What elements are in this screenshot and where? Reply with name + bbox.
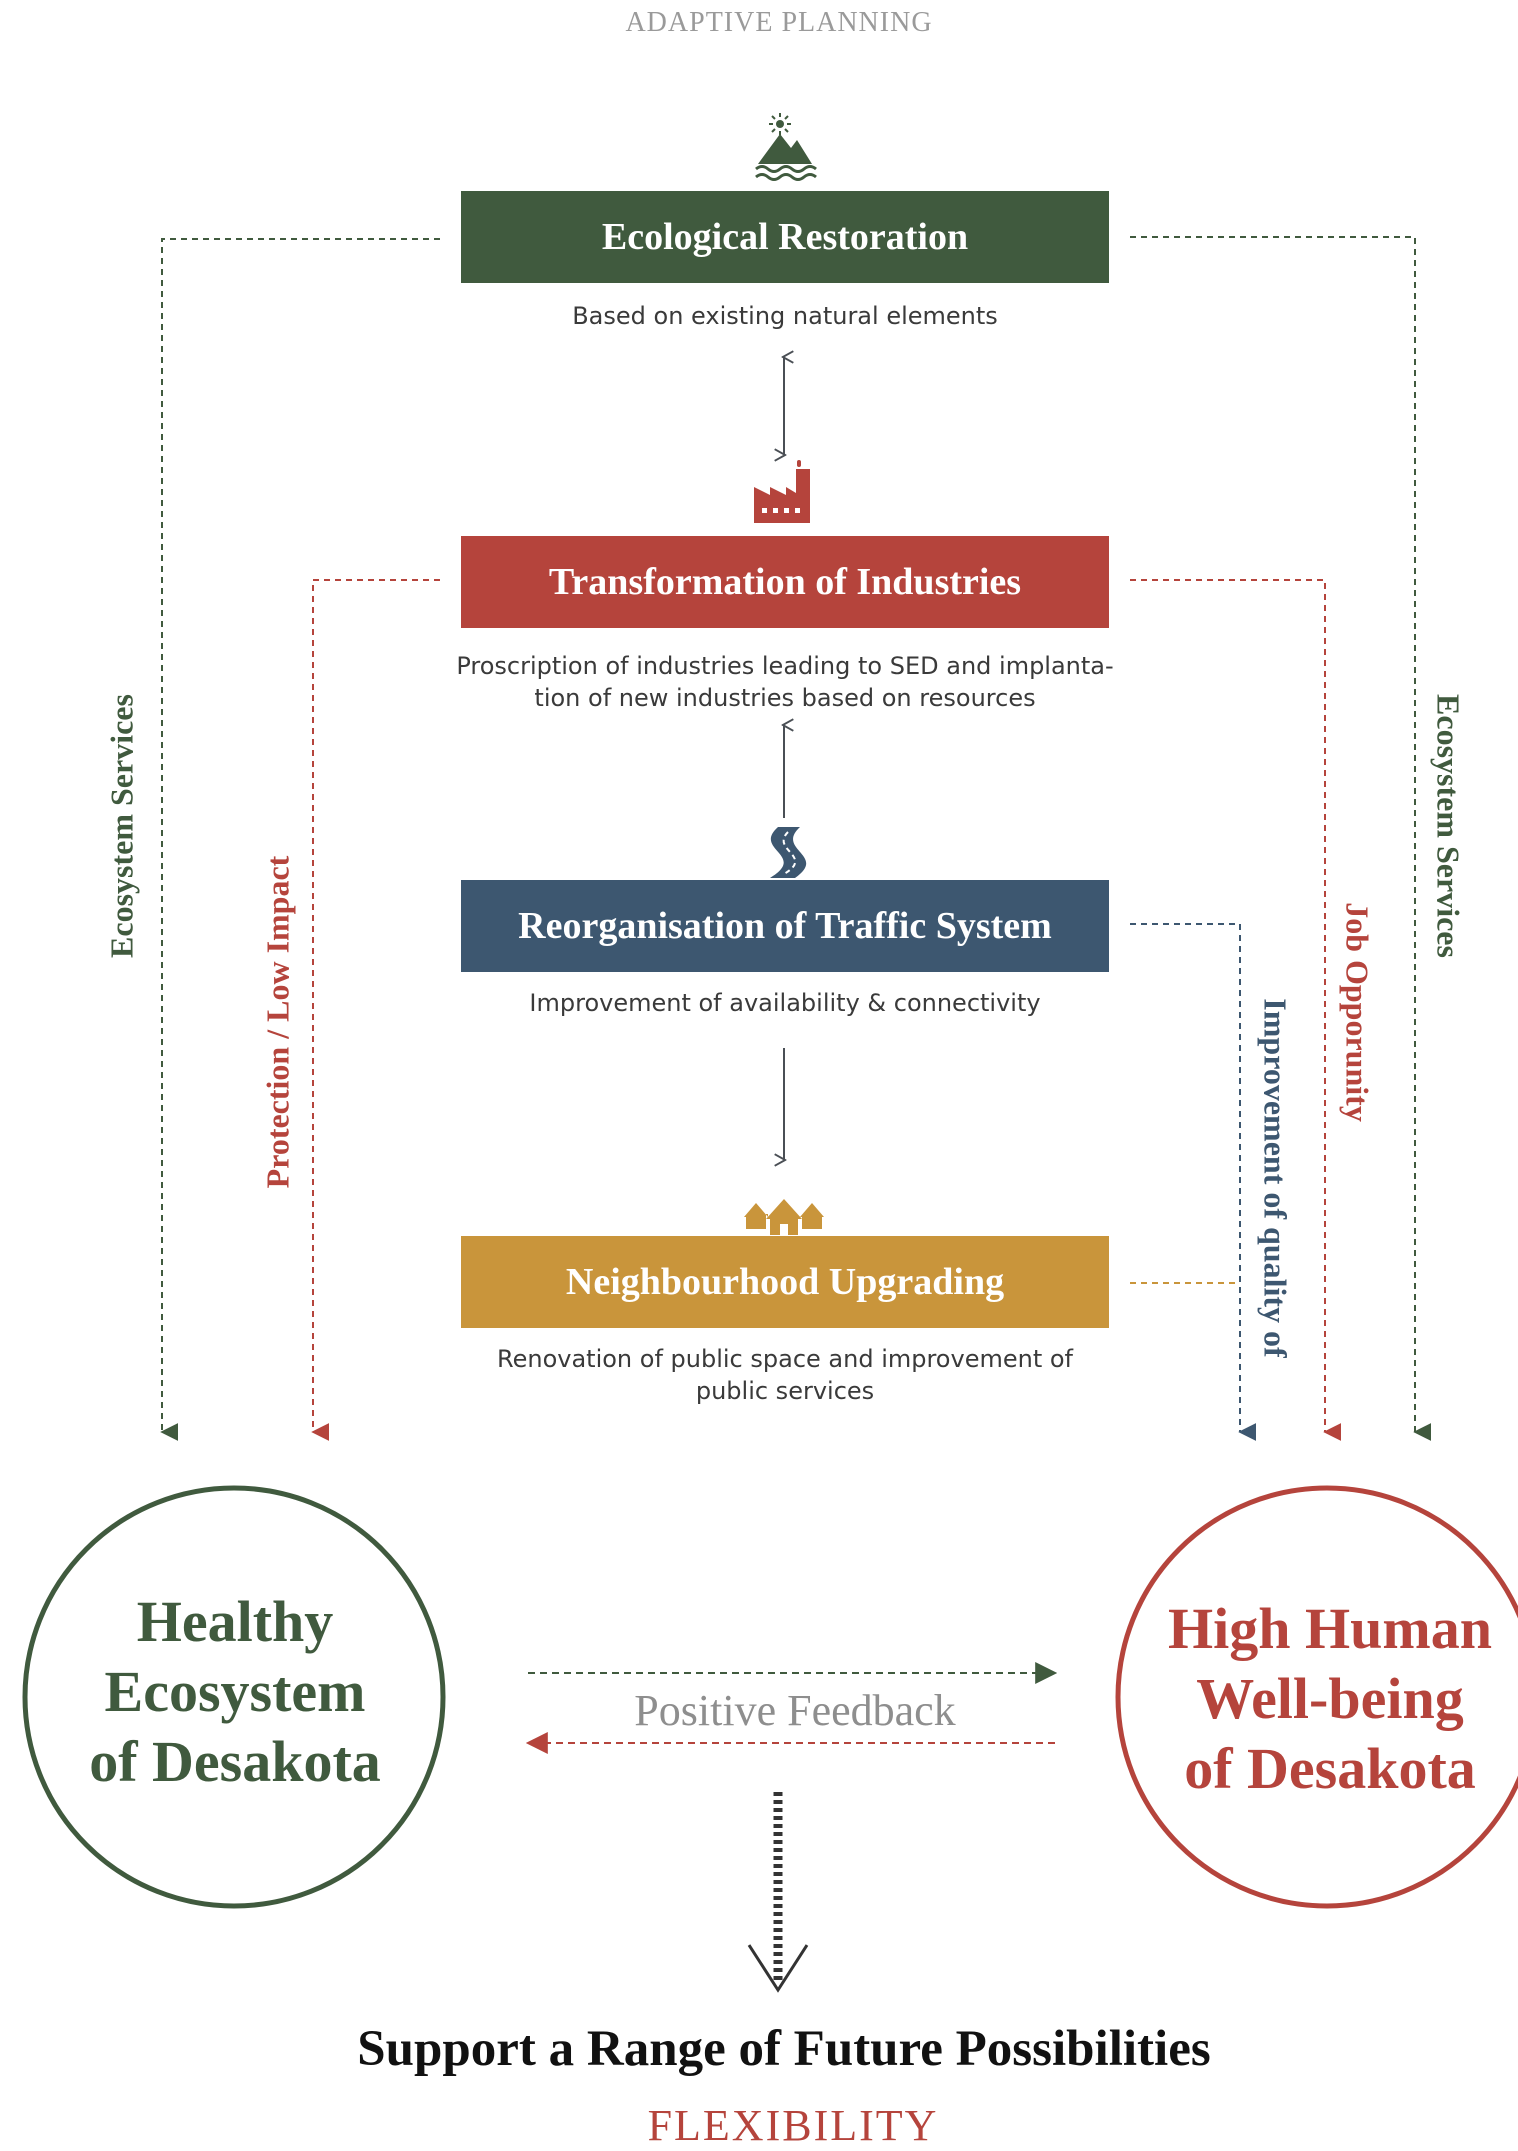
improvement-quality-label: Improvement of quality of: [1257, 998, 1294, 1358]
future-chevron: [747, 1944, 809, 1993]
human-wellbeing-text: High Human Well-being of Desakota: [1125, 1594, 1518, 1804]
improvement-connector: [1130, 923, 1257, 1441]
healthy-ecosystem-text: Healthy Ecosystem of Desakota: [40, 1587, 430, 1797]
box-ecological-restoration-subtitle: Based on existing natural elements: [572, 302, 998, 330]
flexibility-label: FLEXIBILITY: [647, 2101, 939, 2150]
box-transformation-industries-title: Transformation of Industries: [548, 561, 1022, 603]
healthy-ecosystem-circle: [22, 1485, 446, 1909]
job-connector: [1130, 579, 1342, 1441]
box-ecological-restoration: Ecological Restoration: [461, 191, 1109, 283]
healthy-ecosystem-line1: Healthy: [136, 1589, 334, 1654]
box-reorganisation-traffic-title: Reorganisation of Traffic System: [518, 905, 1052, 947]
mountain-sun-water-icon: [755, 113, 817, 181]
box-reorganisation-traffic-subtitle: Improvement of availability & connectivi…: [529, 989, 1041, 1017]
human-wellbeing-line1: High Human: [1168, 1596, 1492, 1661]
box-ecological-restoration-title: Ecological Restoration: [601, 216, 969, 258]
positive-feedback-label: Positive Feedback: [634, 1686, 956, 1735]
protection-connector: [311, 579, 440, 1441]
factory-icon: [754, 460, 810, 523]
ecosystem-right-connector: [1130, 236, 1432, 1441]
job-opportunity-label: Job Opporunity: [1339, 902, 1376, 1122]
box-neighbourhood-upgrading: Neighbourhood Upgrading: [461, 1236, 1109, 1328]
box-neighbourhood-upgrading-subtitle: Renovation of public space and improveme…: [497, 1345, 1073, 1405]
human-wellbeing-circle: [1115, 1485, 1518, 1909]
ecosystem-left-connector: [160, 238, 440, 1441]
protection-low-impact-label: Protection / Low Impact: [259, 855, 296, 1189]
support-future-title: Support a Range of Future Possibilities: [357, 2021, 1211, 2077]
healthy-ecosystem-line2: Ecosystem: [104, 1659, 366, 1724]
box-neighbourhood-upgrading-title: Neighbourhood Upgrading: [565, 1261, 1005, 1303]
road-icon: [770, 827, 807, 878]
houses-icon: [744, 1199, 824, 1235]
box-transformation-industries: Transformation of Industries: [461, 536, 1109, 628]
header-title: ADAPTIVE PLANNING: [625, 7, 933, 38]
ecosystem-services-right-label: Ecosystem Services: [1430, 694, 1467, 958]
human-wellbeing-line2: Well-being: [1196, 1666, 1464, 1731]
box-reorganisation-traffic: Reorganisation of Traffic System: [461, 880, 1109, 972]
ecosystem-services-left-label: Ecosystem Services: [103, 694, 140, 958]
healthy-ecosystem-line3: of Desakota: [89, 1729, 381, 1794]
box-transformation-industries-subtitle: Proscription of industries leading to SE…: [456, 652, 1114, 712]
human-wellbeing-line3: of Desakota: [1184, 1736, 1476, 1801]
